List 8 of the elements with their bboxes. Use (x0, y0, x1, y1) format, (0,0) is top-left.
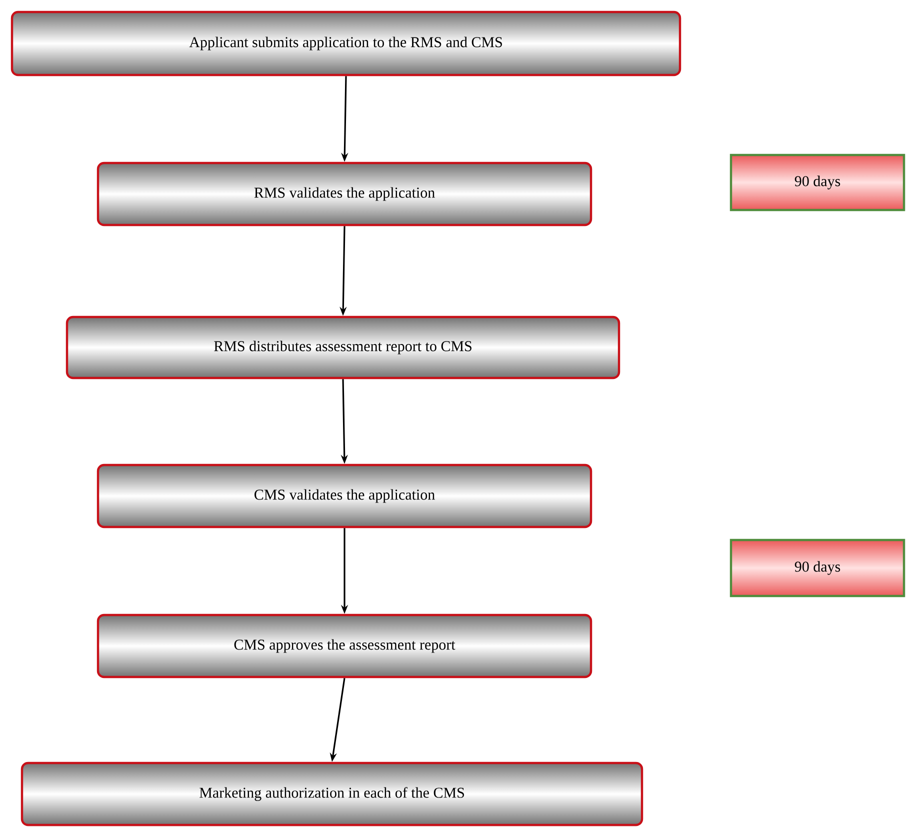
process-box: CMS approves the assessment report (96, 614, 592, 678)
process-box: CMS validates the application (96, 464, 592, 528)
duration-box: 90 days (730, 538, 906, 598)
process-box: Marketing authorization in each of the CMS (20, 762, 644, 826)
process-box: RMS validates the application (96, 162, 592, 226)
duration-box: 90 days (730, 154, 906, 212)
process-box: RMS distributes assessment report to CMS (66, 316, 620, 380)
process-box: Applicant submits application to the RMS and CMS (10, 10, 682, 76)
